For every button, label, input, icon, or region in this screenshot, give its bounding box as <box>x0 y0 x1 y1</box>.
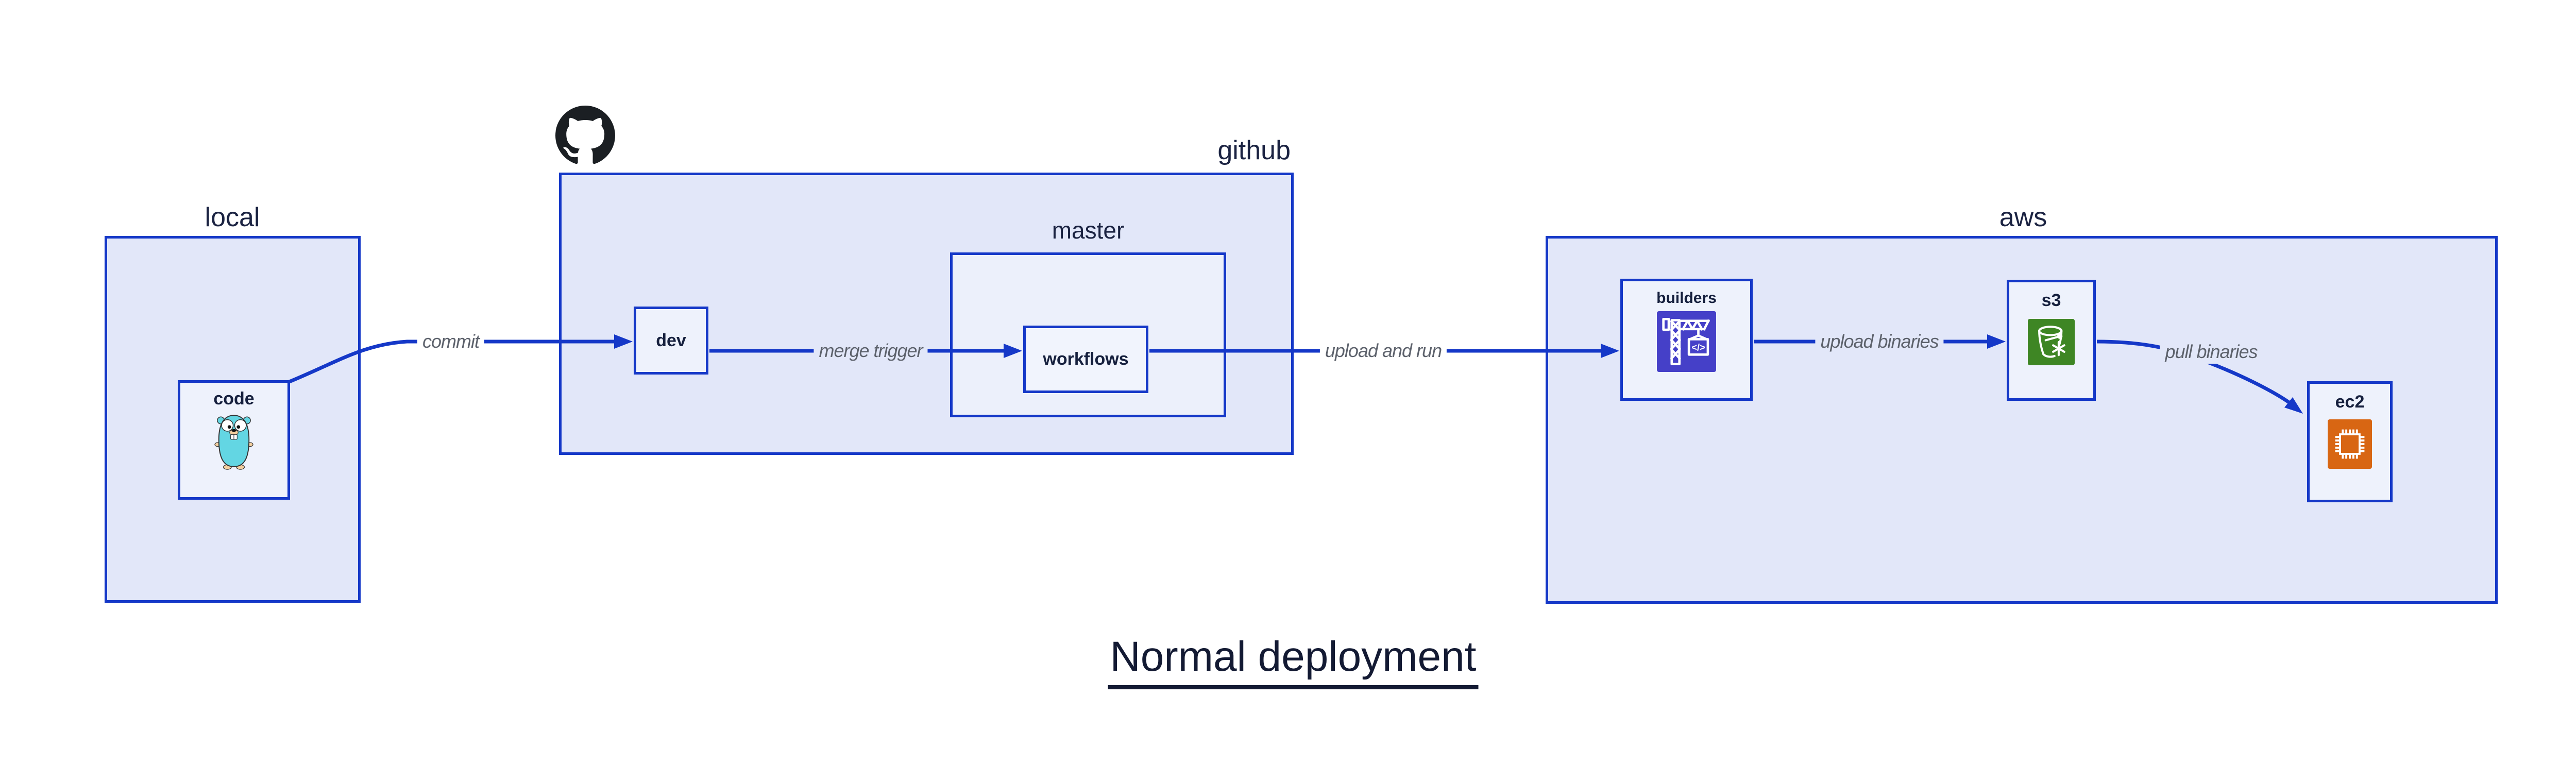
group-label-master: master <box>1052 217 1125 244</box>
edge-label-upload-and-run: upload and run <box>1319 339 1447 363</box>
node-s3: s3 <box>2007 280 2096 401</box>
edge-label-merge-trigger: merge trigger <box>814 339 928 363</box>
go-gopher-icon <box>214 415 253 470</box>
edge-label-upload-binaries: upload binaries <box>1815 330 1944 353</box>
github-octocat-icon <box>555 106 615 164</box>
node-label-builders: builders <box>1656 290 1717 307</box>
svg-text:</>: </> <box>1691 342 1705 352</box>
node-ec2: ec2 <box>2307 381 2393 502</box>
codebuild-crane-icon: </> <box>1657 311 1716 372</box>
node-label-s3: s3 <box>2041 291 2061 310</box>
group-label-aws: aws <box>1999 202 2047 232</box>
group-label-github: github <box>1217 135 1291 165</box>
node-builders: builders </> <box>1620 279 1753 401</box>
node-label-code: code <box>213 389 255 409</box>
group-label-local: local <box>205 202 260 232</box>
node-code: code <box>178 380 290 500</box>
diagram-title: Normal deployment <box>1108 633 1479 689</box>
node-dev: dev <box>634 307 708 375</box>
edge-label-pull-binaries: pull binaries <box>2160 340 2263 364</box>
ec2-chip-icon <box>2328 419 2372 469</box>
edge-label-commit: commit <box>417 330 484 353</box>
node-label-dev: dev <box>656 330 686 350</box>
node-label-ec2: ec2 <box>2335 392 2365 412</box>
s3-glacier-bucket-icon <box>2028 319 2075 365</box>
node-label-workflows: workflows <box>1043 349 1129 369</box>
node-workflows: workflows <box>1023 326 1148 393</box>
